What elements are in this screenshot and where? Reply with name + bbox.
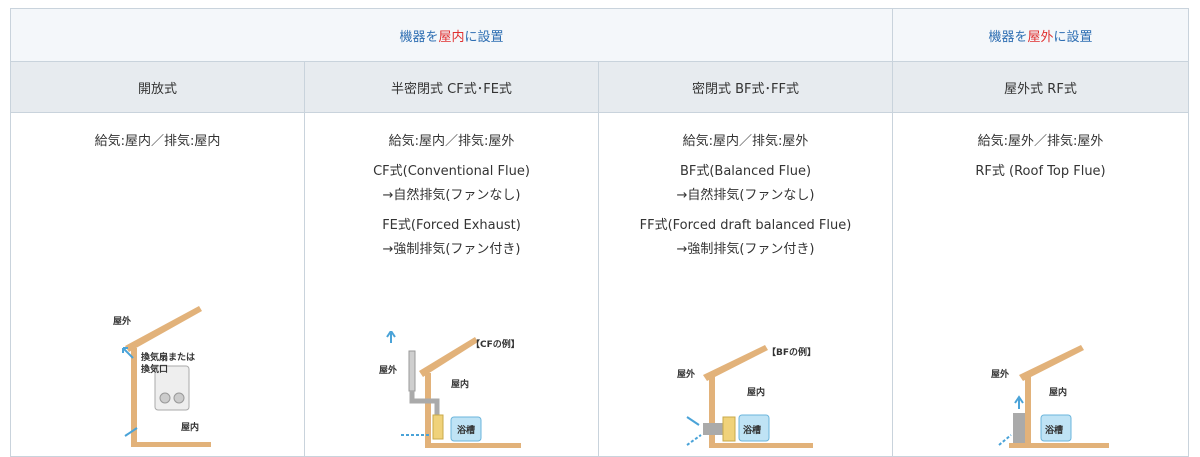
group-header-outdoor: 機器を屋外に設置 xyxy=(892,8,1189,62)
label-vent2: 換気口 xyxy=(141,363,168,375)
wall-icon xyxy=(425,373,431,445)
type-semi-sealed: 半密閉式 CF式･FE式 xyxy=(304,61,599,113)
rf-heater-icon xyxy=(1013,413,1025,443)
intake-arrow-icon xyxy=(124,427,138,437)
label-outside: 屋外 xyxy=(113,315,131,327)
exhaust-arrow-icon xyxy=(686,416,700,426)
label-vent: 換気扇または xyxy=(141,351,195,363)
semi-air-exhaust: 給気:屋内／排気:屋外 xyxy=(388,134,515,149)
outdoor-suffix: に設置 xyxy=(1053,29,1093,45)
bathtub-icon xyxy=(450,416,482,442)
bf-top-icon xyxy=(703,423,723,435)
indoor-suffix: に設置 xyxy=(464,29,504,45)
outdoor-prefix: 機器を xyxy=(988,29,1028,45)
type-open: 開放式 xyxy=(10,61,305,113)
label-example: 【BFの例】 xyxy=(767,346,816,358)
label-inside: 屋内 xyxy=(181,421,199,433)
label-bath: 浴槽 xyxy=(457,424,475,436)
open-air-exhaust: 給気:屋内／排気:屋内 xyxy=(94,134,221,149)
ff-note: →強制排気(ファン付き) xyxy=(676,242,815,257)
indoor-prefix: 機器を xyxy=(399,29,439,45)
label-inside: 屋内 xyxy=(451,378,469,390)
type-header-row: 開放式 半密閉式 CF式･FE式 密閉式 BF式･FF式 屋外式 RF式 xyxy=(10,61,1189,113)
flue-pipe-icon xyxy=(409,391,440,415)
bf-name: BF式(Balanced Flue) xyxy=(679,164,812,179)
wall-icon xyxy=(709,377,715,445)
description-row: 給気:屋内／排気:屋内 屋外 換気扇または xyxy=(10,112,1189,457)
wall-icon xyxy=(1025,377,1031,445)
exhaust-arrow-icon xyxy=(122,347,134,359)
intake-arrow-icon xyxy=(686,434,702,446)
indoor-highlight: 屋内 xyxy=(438,29,465,45)
roof-icon xyxy=(125,306,202,352)
bathtub-icon xyxy=(1040,414,1072,442)
bf-note: →自然排気(ファンなし) xyxy=(676,188,815,203)
cf-name: CF式(Conventional Flue) xyxy=(373,164,530,179)
cell-open: 給気:屋内／排気:屋内 屋外 換気扇または xyxy=(10,112,305,457)
cell-sealed: 給気:屋内／排気:屋外 BF式(Balanced Flue) →自然排気(ファン… xyxy=(598,112,893,457)
wall-icon xyxy=(131,348,137,444)
label-inside: 屋内 xyxy=(1049,386,1067,398)
heater-icon xyxy=(432,414,444,440)
label-bath: 浴槽 xyxy=(1045,424,1063,436)
bf-diagram: 【BFの例】 屋外 屋内 浴槽 xyxy=(673,341,833,456)
label-outside: 屋外 xyxy=(379,364,397,376)
floor-icon xyxy=(131,442,211,447)
rf-diagram: 屋外 屋内 浴槽 xyxy=(989,341,1119,456)
label-bath: 浴槽 xyxy=(743,424,761,436)
exhaust-arrow-icon xyxy=(386,331,396,338)
cell-outdoor: 給気:屋外／排気:屋外 RF式 (Roof Top Flue) 屋外 xyxy=(892,112,1189,457)
open-type-diagram: 屋外 換気扇または 換気口 屋内 xyxy=(107,296,217,456)
chimney-icon xyxy=(408,350,416,392)
group-header-row: 機器を屋内に設置 機器を屋外に設置 xyxy=(10,8,1189,62)
group-header-indoor: 機器を屋内に設置 xyxy=(10,8,893,62)
rf-name: RF式 (Roof Top Flue) xyxy=(975,164,1106,179)
label-example: 【CFの例】 xyxy=(471,338,520,350)
type-outdoor: 屋外式 RF式 xyxy=(892,61,1189,113)
heater-icon xyxy=(722,416,736,442)
label-outside: 屋外 xyxy=(991,368,1009,380)
intake-arrow-icon xyxy=(998,434,1012,446)
label-outside: 屋外 xyxy=(677,368,695,380)
label-inside: 屋内 xyxy=(747,386,765,398)
cell-semi-sealed: 給気:屋内／排気:屋外 CF式(Conventional Flue) →自然排気… xyxy=(304,112,599,457)
roof-icon xyxy=(419,337,478,377)
fe-note: →強制排気(ファン付き) xyxy=(382,242,521,257)
roof-icon xyxy=(1019,345,1084,381)
cf-note: →自然排気(ファンなし) xyxy=(382,188,521,203)
sealed-air-exhaust: 給気:屋内／排気:屋外 xyxy=(682,134,809,149)
fe-name: FE式(Forced Exhaust) xyxy=(382,218,521,233)
roof-icon xyxy=(703,345,768,381)
gas-appliance-comparison-table: 機器を屋内に設置 機器を屋外に設置 開放式 半密閉式 CF式･FE式 密閉式 B… xyxy=(10,8,1189,457)
outdoor-highlight: 屋外 xyxy=(1027,29,1054,45)
type-sealed: 密閉式 BF式･FF式 xyxy=(598,61,893,113)
outdoor-air-exhaust: 給気:屋外／排気:屋外 xyxy=(977,134,1104,149)
bathtub-icon xyxy=(738,414,770,442)
ff-name: FF式(Forced draft balanced Flue) xyxy=(639,218,852,233)
cf-diagram: 【CFの例】 屋外 屋内 浴槽 xyxy=(371,331,541,456)
